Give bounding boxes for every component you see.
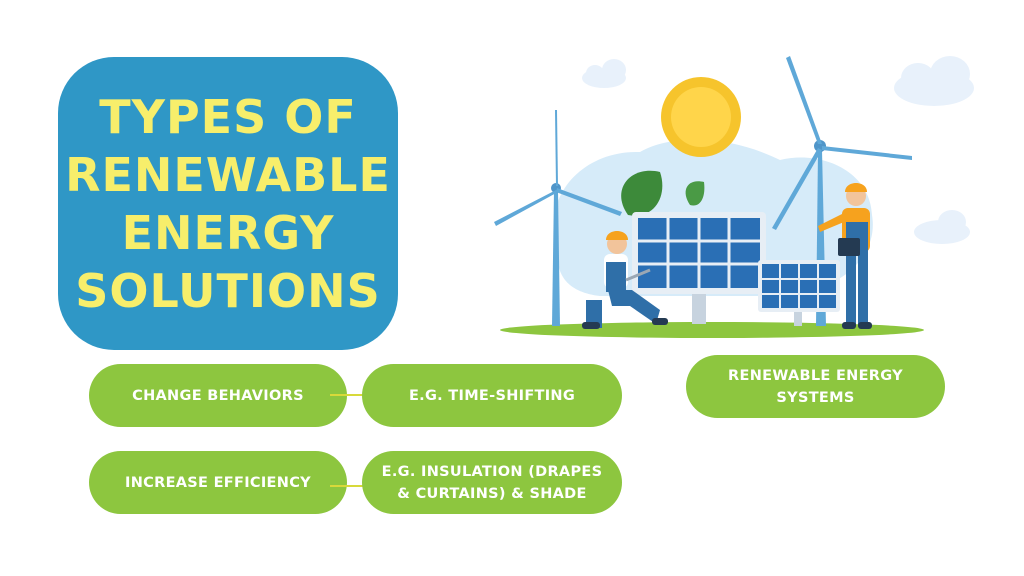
title-box: TYPES OF RENEWABLE ENERGY SOLUTIONS <box>58 57 398 350</box>
title-line-4: SOLUTIONS <box>75 263 381 318</box>
time-shifting-label: E.G. TIME-SHIFTING <box>408 387 576 404</box>
change-behaviors-box: CHANGE BEHAVIORS <box>89 364 347 427</box>
time-shifting-box: E.G. TIME-SHIFTING <box>362 364 622 427</box>
cloud-icon <box>582 59 626 88</box>
worker-icon <box>818 183 872 329</box>
cloud-icon <box>914 210 970 244</box>
insulation-line-2: & CURTAINS) & SHADE <box>397 485 587 502</box>
title-line-3: ENERGY <box>121 205 335 260</box>
renewable-energy-systems-box: RENEWABLE ENERGY SYSTEMS <box>686 355 945 418</box>
change-behaviors-label: CHANGE BEHAVIORS <box>132 387 304 404</box>
sun-icon <box>661 77 741 157</box>
wind-turbine-icon <box>494 110 622 326</box>
solar-panel-icon <box>758 260 840 326</box>
renewable-line-1: RENEWABLE ENERGY <box>728 367 903 384</box>
insulation-box: E.G. INSULATION (DRAPES & CURTAINS) & SH… <box>362 451 622 514</box>
title-line-1: TYPES OF <box>99 89 357 144</box>
insulation-line-1: E.G. INSULATION (DRAPES <box>381 463 603 480</box>
increase-efficiency-box: INCREASE EFFICIENCY <box>89 451 347 514</box>
renewable-energy-illustration <box>494 56 974 338</box>
title-line-2: RENEWABLE <box>65 147 391 202</box>
solar-panel-icon <box>632 212 766 324</box>
increase-efficiency-label: INCREASE EFFICIENCY <box>125 474 311 491</box>
worker-icon <box>582 231 668 329</box>
leaf-icon <box>621 170 705 216</box>
cloud-icon <box>894 56 974 106</box>
renewable-line-2: SYSTEMS <box>776 389 855 406</box>
